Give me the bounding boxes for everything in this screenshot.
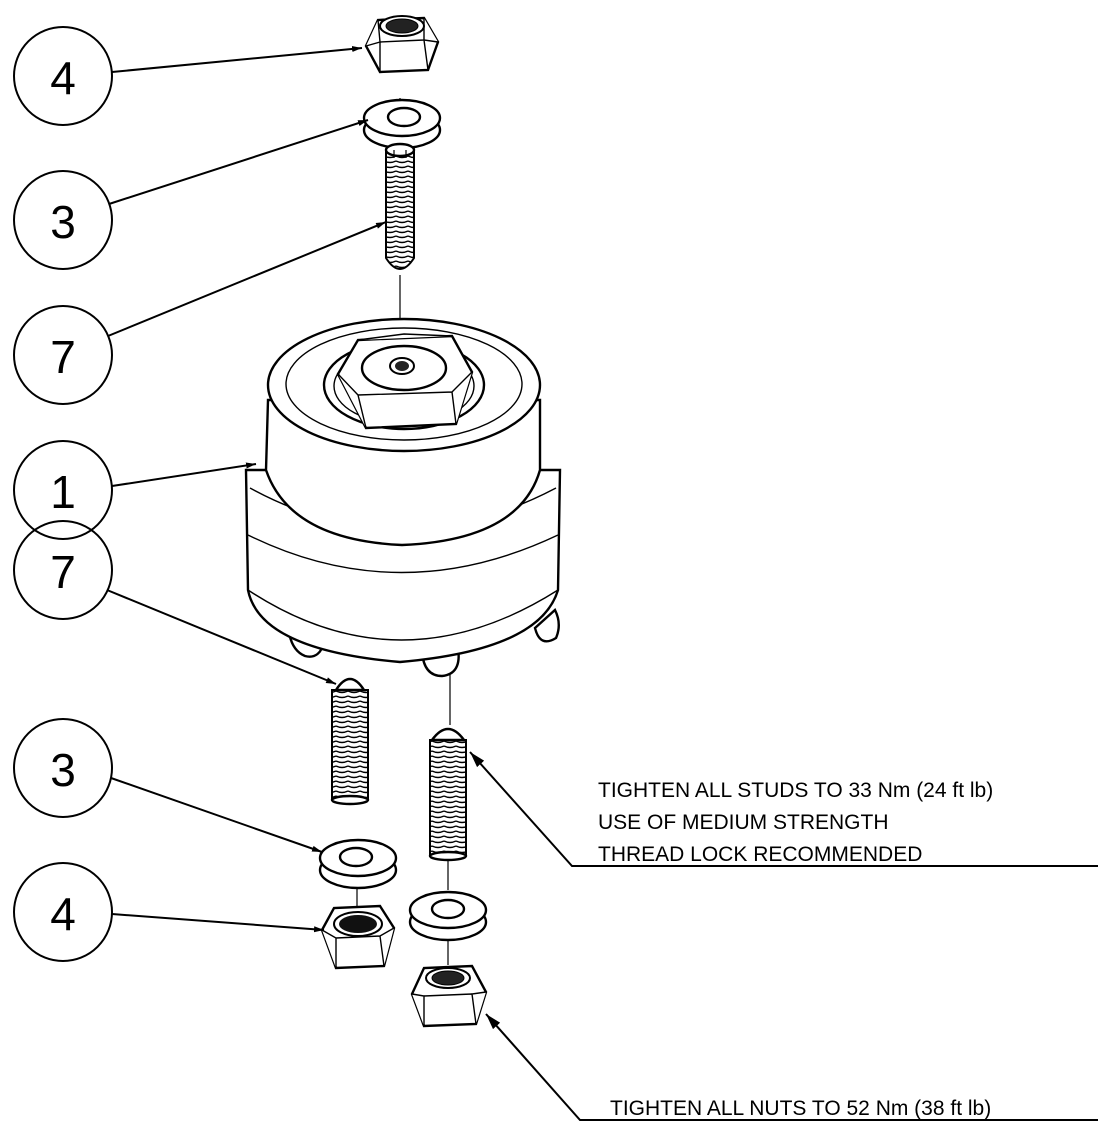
bottom-left-washer-part <box>318 838 398 890</box>
stud-note-line2: USE OF MEDIUM STRENGTH <box>598 811 889 834</box>
leader-1 <box>111 462 257 487</box>
balloon-3-bottom: 3 <box>13 718 113 818</box>
balloon-4-top: 4 <box>13 26 113 126</box>
leader-4-top <box>111 45 363 73</box>
stud-note-line1: TIGHTEN ALL STUDS TO 33 Nm (24 ft lb) <box>598 779 993 802</box>
bottom-left-nut-part <box>320 904 396 970</box>
leader-3-top <box>108 119 369 205</box>
balloon-7-bottom-label: 7 <box>50 546 76 598</box>
balloon-7-top-label: 7 <box>50 331 76 383</box>
top-washer-part <box>362 98 442 150</box>
balloon-1-label: 1 <box>50 466 76 518</box>
balloon-3-top-label: 3 <box>50 196 76 248</box>
stud-torque-note: TIGHTEN ALL STUDS TO 33 Nm (24 ft lb) US… <box>469 751 1098 867</box>
balloon-4-top-label: 4 <box>50 52 76 104</box>
mount-body-part <box>244 317 562 678</box>
leader-3-bottom <box>110 777 323 853</box>
bottom-right-washer-part <box>408 890 488 942</box>
balloon-7-top: 7 <box>13 305 113 405</box>
bottom-right-nut-part <box>410 964 488 1028</box>
top-stud-part <box>384 142 416 270</box>
bottom-left-stud-part <box>330 677 370 806</box>
balloon-3-bottom-label: 3 <box>50 744 76 796</box>
nut-note-line1: TIGHTEN ALL NUTS TO 52 Nm (38 ft lb) <box>610 1097 991 1120</box>
nut-torque-note: TIGHTEN ALL NUTS TO 52 Nm (38 ft lb) <box>485 1013 1098 1121</box>
balloon-3-top: 3 <box>13 170 113 270</box>
balloon-4-bottom-label: 4 <box>50 888 76 940</box>
stud-note-line3: THREAD LOCK RECOMMENDED <box>598 843 922 866</box>
balloon-1: 1 <box>13 440 113 540</box>
balloon-7-bottom: 7 <box>13 520 113 620</box>
balloon-4-bottom: 4 <box>13 862 113 962</box>
bottom-right-stud-part <box>428 727 468 862</box>
leader-4-bottom <box>111 913 325 933</box>
top-nut-part <box>364 15 440 74</box>
leader-7-bottom <box>106 589 337 685</box>
leader-7-top <box>107 221 387 337</box>
